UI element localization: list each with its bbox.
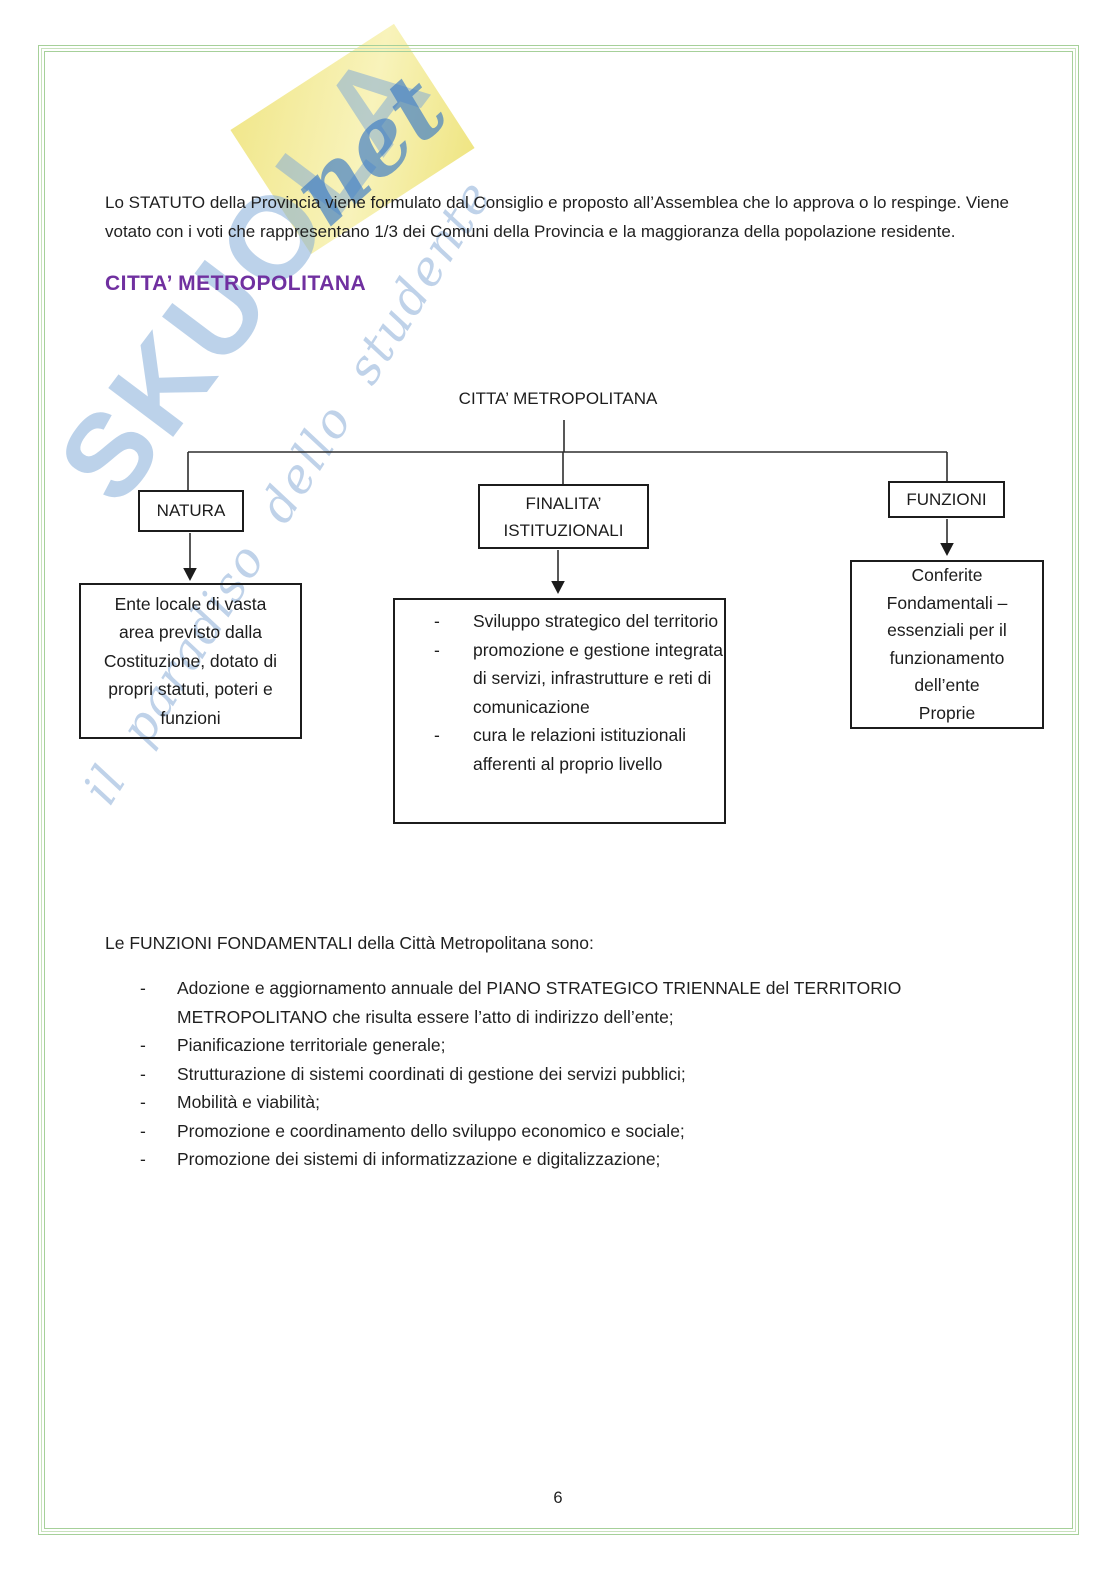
list-item-text: Pianificazione territoriale generale;: [177, 1035, 446, 1055]
dash-bullet: -: [140, 1149, 146, 1169]
list-item-text: cura le relazioni istituzionali afferent…: [473, 725, 687, 774]
list-item-text: Mobilità e viabilità;: [177, 1092, 320, 1112]
dash-bullet: -: [140, 1035, 146, 1055]
arrowhead-natura: [183, 568, 197, 581]
list-item-text: promozione e gestione integrata di servi…: [473, 639, 724, 717]
dash-bullet: -: [434, 639, 440, 660]
dash-bullet: -: [140, 1063, 146, 1084]
list-item: - Sviluppo strategico del territorio: [395, 607, 724, 636]
list-item: - promozione e gestione integrata di ser…: [395, 636, 724, 722]
functions-list: - Adozione e aggiornamento annuale del P…: [140, 974, 1050, 1174]
list-item: - Strutturazione di sistemi coordinati d…: [140, 1060, 1050, 1089]
list-item: - Adozione e aggiornamento annuale del P…: [140, 974, 1050, 1031]
dash-bullet: -: [140, 978, 146, 998]
node-finalita-line2: ISTITUZIONALI: [503, 520, 624, 540]
list-item-text: Sviluppo strategico del territorio: [473, 611, 719, 631]
node-funzioni-detail: Conferite Fondamentali – essenziali per …: [850, 560, 1044, 729]
list-item: - Promozione e coordinamento dello svilu…: [140, 1117, 1050, 1146]
dash-bullet: -: [434, 725, 440, 745]
page-number: 6: [553, 1489, 563, 1507]
list-item-text: Strutturazione di sistemi coordinati di …: [177, 1063, 686, 1084]
node-natura: NATURA: [138, 490, 244, 532]
node-finalita-line1: FINALITA’: [525, 493, 602, 513]
dash-bullet: -: [434, 611, 440, 631]
arrowhead-finalita: [551, 581, 565, 594]
node-finalita-detail: - Sviluppo strategico del territorio - p…: [393, 598, 726, 824]
arrowhead-funzioni: [940, 543, 954, 556]
dash-bullet: -: [140, 1120, 146, 1141]
intro-paragraph: Lo STATUTO della Provincia viene formula…: [105, 193, 1010, 241]
list-item: - Pianificazione territoriale generale;: [140, 1031, 1050, 1060]
list-item-text: Adozione e aggiornamento annuale del PIA…: [177, 978, 902, 1027]
diagram-title: CITTA’ METROPOLITANA: [458, 389, 658, 408]
functions-lead: Le FUNZIONI FONDAMENTALI della Città Met…: [105, 933, 594, 953]
funzioni-detail-line2: Proprie: [918, 702, 976, 723]
list-item-text: Promozione e coordinamento dello svilupp…: [177, 1120, 685, 1141]
node-finalita: FINALITA’ ISTITUZIONALI: [478, 484, 649, 549]
dash-bullet: -: [140, 1092, 146, 1112]
section-heading: CITTA’ METROPOLITANA: [105, 272, 367, 295]
list-item-text: Promozione dei sistemi di informatizzazi…: [177, 1149, 661, 1169]
list-item: - Mobilità e viabilità;: [140, 1088, 1050, 1117]
funzioni-detail-line1: Conferite Fondamentali – essenziali per …: [886, 565, 1008, 695]
node-funzioni: FUNZIONI: [888, 481, 1005, 518]
node-natura-detail: Ente locale di vasta area previsto dalla…: [79, 583, 302, 739]
list-item: - Promozione dei sistemi di informatizza…: [140, 1145, 1050, 1174]
list-item: - cura le relazioni istituzionali affere…: [395, 721, 724, 778]
finalita-detail-list: - Sviluppo strategico del territorio - p…: [395, 607, 724, 778]
